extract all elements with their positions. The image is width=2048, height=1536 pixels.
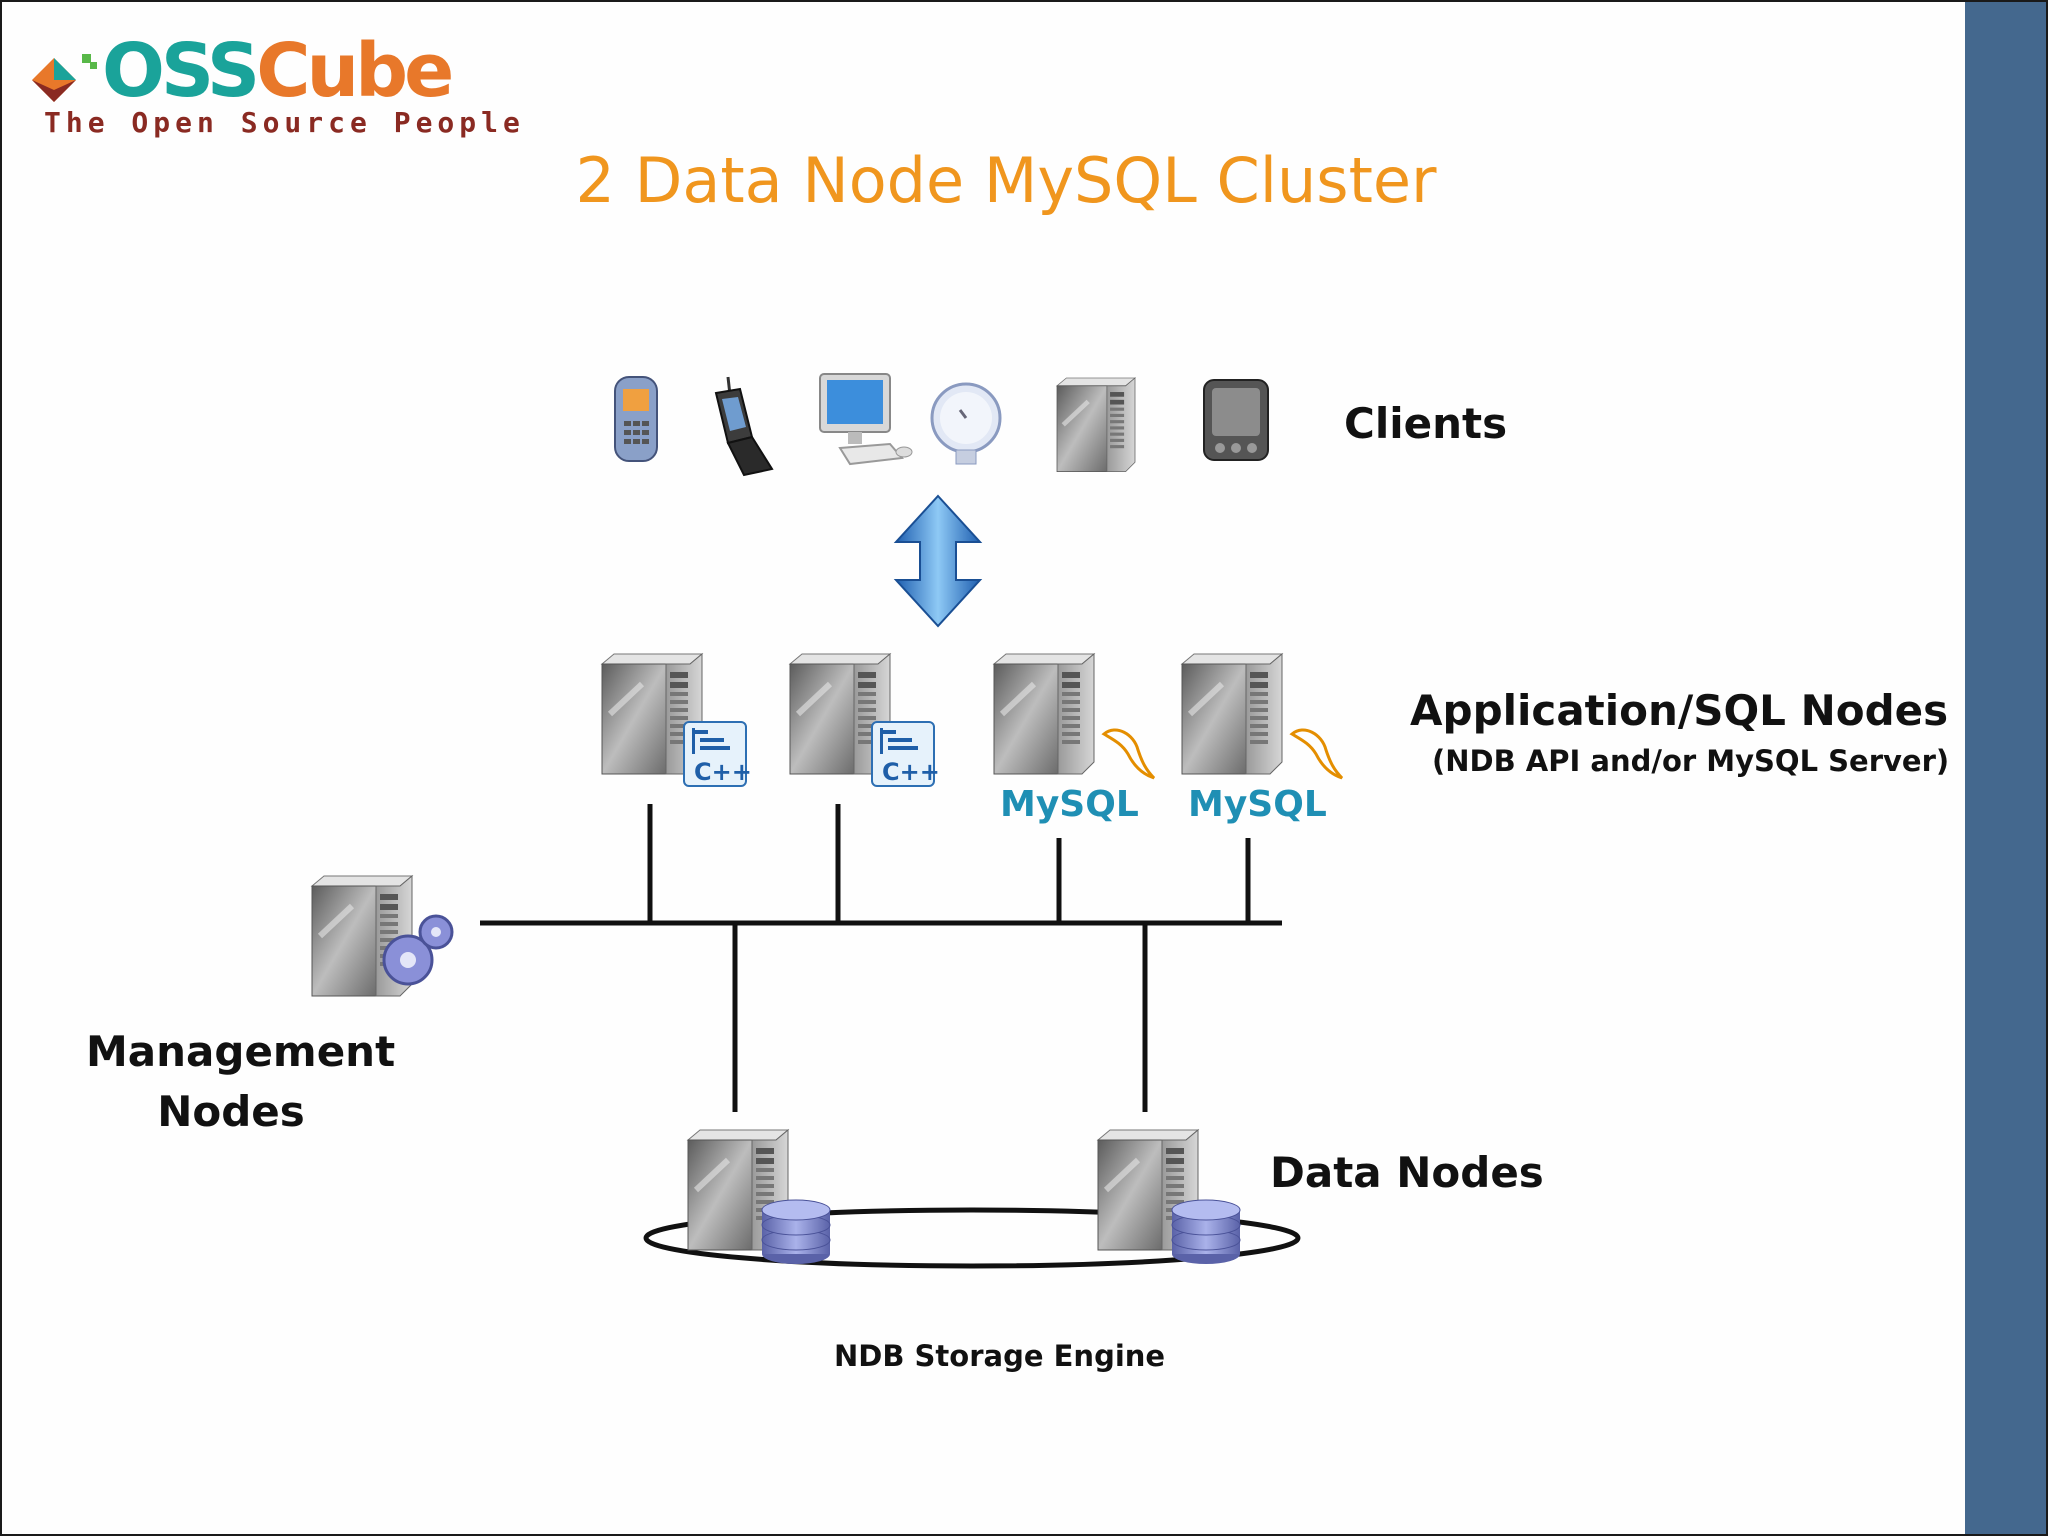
app-nodes-sublabel: (NDB API and/or MySQL Server) bbox=[1432, 744, 1950, 778]
database-icon bbox=[1171, 1199, 1241, 1265]
data-node-ring bbox=[643, 1207, 1301, 1269]
mysql-dolphin-icon bbox=[1289, 728, 1344, 780]
flip-phone-icon bbox=[714, 376, 774, 477]
cpp-badge-icon: C++ bbox=[683, 721, 752, 787]
side-accent-bar bbox=[1965, 2, 2046, 1534]
mysql-logo-text: MySQL bbox=[1188, 784, 1327, 825]
storage-engine-label: NDB Storage Engine bbox=[834, 1339, 1166, 1373]
management-nodes-label: Management Nodes bbox=[86, 1027, 396, 1136]
mysql-dolphin-icon bbox=[1101, 728, 1156, 780]
data-node-server-2 bbox=[1098, 1130, 1241, 1265]
data-nodes-label: Data Nodes bbox=[1270, 1148, 1544, 1197]
data-node-server-1 bbox=[688, 1130, 831, 1265]
gears-icon bbox=[382, 914, 454, 986]
slide-title: 2 Data Node MySQL Cluster bbox=[575, 144, 1437, 217]
mobile-phone-icon bbox=[614, 376, 658, 462]
pda-icon bbox=[1203, 379, 1269, 461]
clients-label: Clients bbox=[1344, 399, 1508, 448]
app-node-server-cpp-1: C++ bbox=[602, 654, 752, 787]
logo-tagline: The Open Source People bbox=[44, 106, 525, 139]
osscube-logo: OSSCube The Open Source People bbox=[24, 34, 520, 152]
network-bus bbox=[480, 804, 1282, 1112]
app-node-server-mysql-1: MySQL bbox=[994, 654, 1156, 825]
svg-text:C++: C++ bbox=[882, 758, 940, 786]
database-icon bbox=[761, 1199, 831, 1265]
app-node-server-cpp-2: C++ bbox=[790, 654, 940, 787]
satellite-dish-icon bbox=[930, 382, 1002, 465]
desktop-computer-icon bbox=[819, 373, 913, 466]
bidirectional-arrow-icon bbox=[893, 494, 983, 628]
app-nodes-label: Application/SQL Nodes bbox=[1410, 686, 1949, 735]
app-node-server-mysql-2: MySQL bbox=[1182, 654, 1344, 825]
svg-text:C++: C++ bbox=[694, 758, 752, 786]
server-tower-icon bbox=[1057, 378, 1135, 472]
management-node-server bbox=[312, 876, 454, 996]
logo-diamond-icon bbox=[32, 54, 97, 102]
logo-wordmark: OSSCube bbox=[102, 28, 454, 114]
cpp-badge-icon: C++ bbox=[871, 721, 940, 787]
mysql-logo-text: MySQL bbox=[1000, 784, 1139, 825]
